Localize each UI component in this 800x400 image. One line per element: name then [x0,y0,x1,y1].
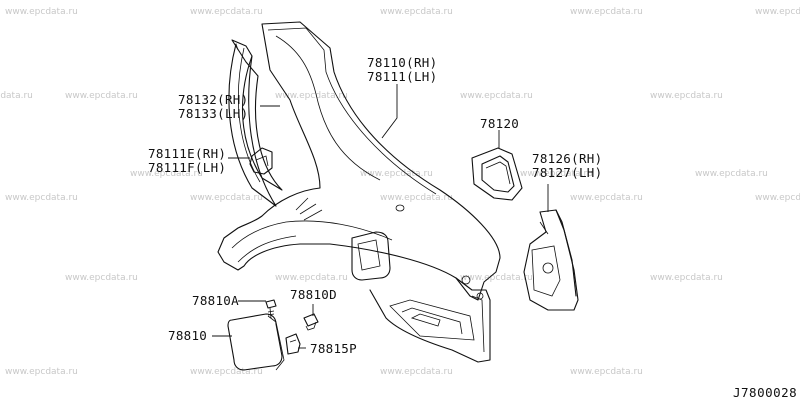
label-78111: 78111(LH) [367,69,437,84]
watermark: www.epcdata.ru [650,273,723,283]
label-78127: 78127(LH) [532,165,602,180]
fuel-filler-base-78120 [471,147,523,201]
watermark: www.epcdata.ru [695,169,768,179]
watermark: www.epcdata.ru [460,91,533,101]
bumper-78810d [303,313,319,331]
watermark: www.epcdata.ru [275,91,348,101]
watermark: www.epcdata.ru [570,367,643,377]
watermark: www.epcdata.ru [570,193,643,203]
watermark: www.epcdata.ru [5,193,78,203]
watermark: www.epcdata.ru [520,169,593,179]
watermark: www.epcdata.ru [65,273,138,283]
watermark: www.epcdata.ru [190,7,263,17]
watermark: www.epcdata.ru [5,7,78,17]
label-78810: 78810 [168,328,207,343]
watermark: www.epcdata.ru [65,91,138,101]
rear-fender-panel [217,21,501,363]
hinge-78815p [285,333,301,355]
watermark: www.epcdata.ru [570,7,643,17]
watermark-layer: www.epcdata.ru www.epcdata.ru www.epcdat… [0,7,800,377]
watermark: www.epcdata.ru [755,7,800,17]
leader-lines [212,84,549,349]
label-78111e: 78111E(RH) [148,146,226,161]
watermark: www.epcdata.ru [650,91,723,101]
watermark: www.epcdata.ru [190,193,263,203]
label-78133: 78133(LH) [178,106,248,121]
label-78815p: 78815P [310,341,357,356]
watermark: www.epcdata.ru [380,367,453,377]
watermark: www.epcdata.ru [380,7,453,17]
bracket-78111e [249,147,273,175]
label-78120: 78120 [480,116,519,131]
watermark: www.epcdata.ru [5,367,78,377]
watermark: www.epcdata.ru [0,91,33,101]
watermark: www.epcdata.ru [130,169,203,179]
part-labels: 78110(RH) 78111(LH) 78132(RH) 78133(LH) … [148,55,602,356]
fuel-lid-78810 [227,313,285,371]
wheelhouse-inner-panel [228,39,283,207]
watermark: www.epcdata.ru [755,193,800,203]
label-78110: 78110(RH) [367,55,437,70]
label-78810d: 78810D [290,287,337,302]
diagram-reference-code: J7800028 [733,385,797,400]
watermark: www.epcdata.ru [460,273,533,283]
label-78111f: 78111F(LH) [148,160,226,175]
rear-inner-panel-78126 [523,209,579,311]
screw-78810a [265,299,277,319]
label-78132: 78132(RH) [178,92,248,107]
watermark: www.epcdata.ru [275,273,348,283]
watermark: www.epcdata.ru [360,169,433,179]
label-78810a: 78810A [192,293,239,308]
watermark: www.epcdata.ru [380,193,453,203]
label-78126: 78126(RH) [532,151,602,166]
watermark: www.epcdata.ru [190,367,263,377]
